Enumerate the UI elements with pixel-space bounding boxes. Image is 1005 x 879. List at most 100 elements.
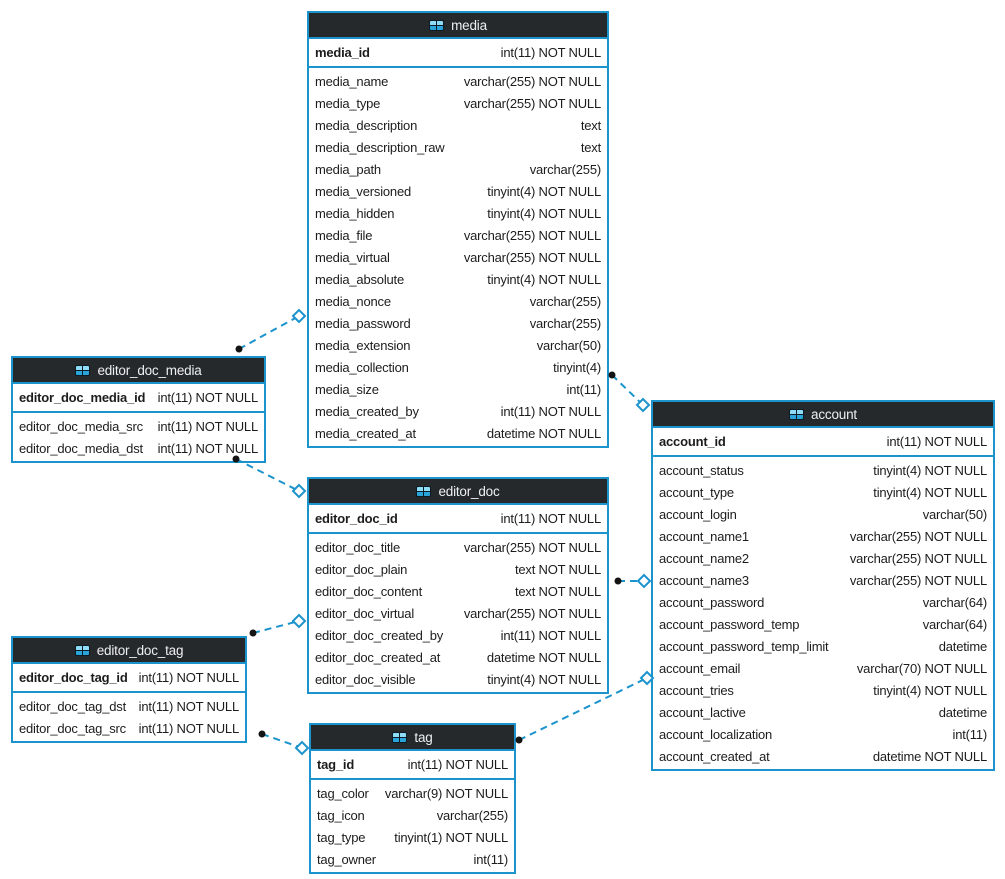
column-name: account_type — [659, 484, 734, 500]
table-icon — [392, 731, 408, 743]
column-name: editor_doc_tag_src — [19, 720, 126, 736]
column-name: media_name — [315, 73, 389, 89]
column-name: media_virtual — [315, 249, 390, 265]
table-header[interactable]: tag — [311, 725, 514, 751]
column-name: editor_doc_visible — [315, 671, 416, 687]
column-row[interactable]: editor_doc_media_src int(11) NOT NULL — [13, 415, 264, 437]
column-row[interactable]: tag_owner int(11) — [311, 848, 514, 870]
column-name: editor_doc_media_id — [19, 390, 146, 405]
column-type: tinyint(4) NOT NULL — [873, 484, 987, 500]
column-name: editor_doc_created_at — [315, 649, 441, 665]
table-header[interactable]: editor_doc_tag — [13, 638, 245, 664]
column-name: tag_type — [317, 829, 366, 845]
table-icon — [429, 19, 445, 31]
column-type: int(11) NOT NULL — [500, 511, 602, 526]
column-type: varchar(255) NOT NULL — [849, 572, 987, 588]
table-header[interactable]: editor_doc — [309, 479, 607, 505]
column-row[interactable]: account_type tinyint(4) NOT NULL — [653, 481, 993, 503]
column-type: tinyint(4) NOT NULL — [487, 271, 601, 287]
column-row[interactable]: account_localization int(11) — [653, 723, 993, 745]
column-type: int(11) NOT NULL — [157, 418, 259, 434]
column-type: varchar(255) NOT NULL — [849, 550, 987, 566]
column-type: int(11) — [473, 851, 509, 867]
column-name: tag_owner — [317, 851, 376, 867]
column-name: editor_doc_media_src — [19, 418, 143, 434]
column-name: media_size — [315, 381, 379, 397]
table-icon — [416, 485, 432, 497]
column-name: media_extension — [315, 337, 411, 353]
table-header[interactable]: editor_doc_media — [13, 358, 264, 384]
column-name: account_localization — [659, 726, 773, 742]
column-name: account_created_at — [659, 748, 770, 764]
table-header[interactable]: media — [309, 13, 607, 39]
column-name: account_status — [659, 462, 744, 478]
table-header[interactable]: account — [653, 402, 993, 428]
column-name: account_password — [659, 594, 765, 610]
column-type: int(11) — [952, 726, 988, 742]
column-type: varchar(50) — [922, 506, 987, 522]
